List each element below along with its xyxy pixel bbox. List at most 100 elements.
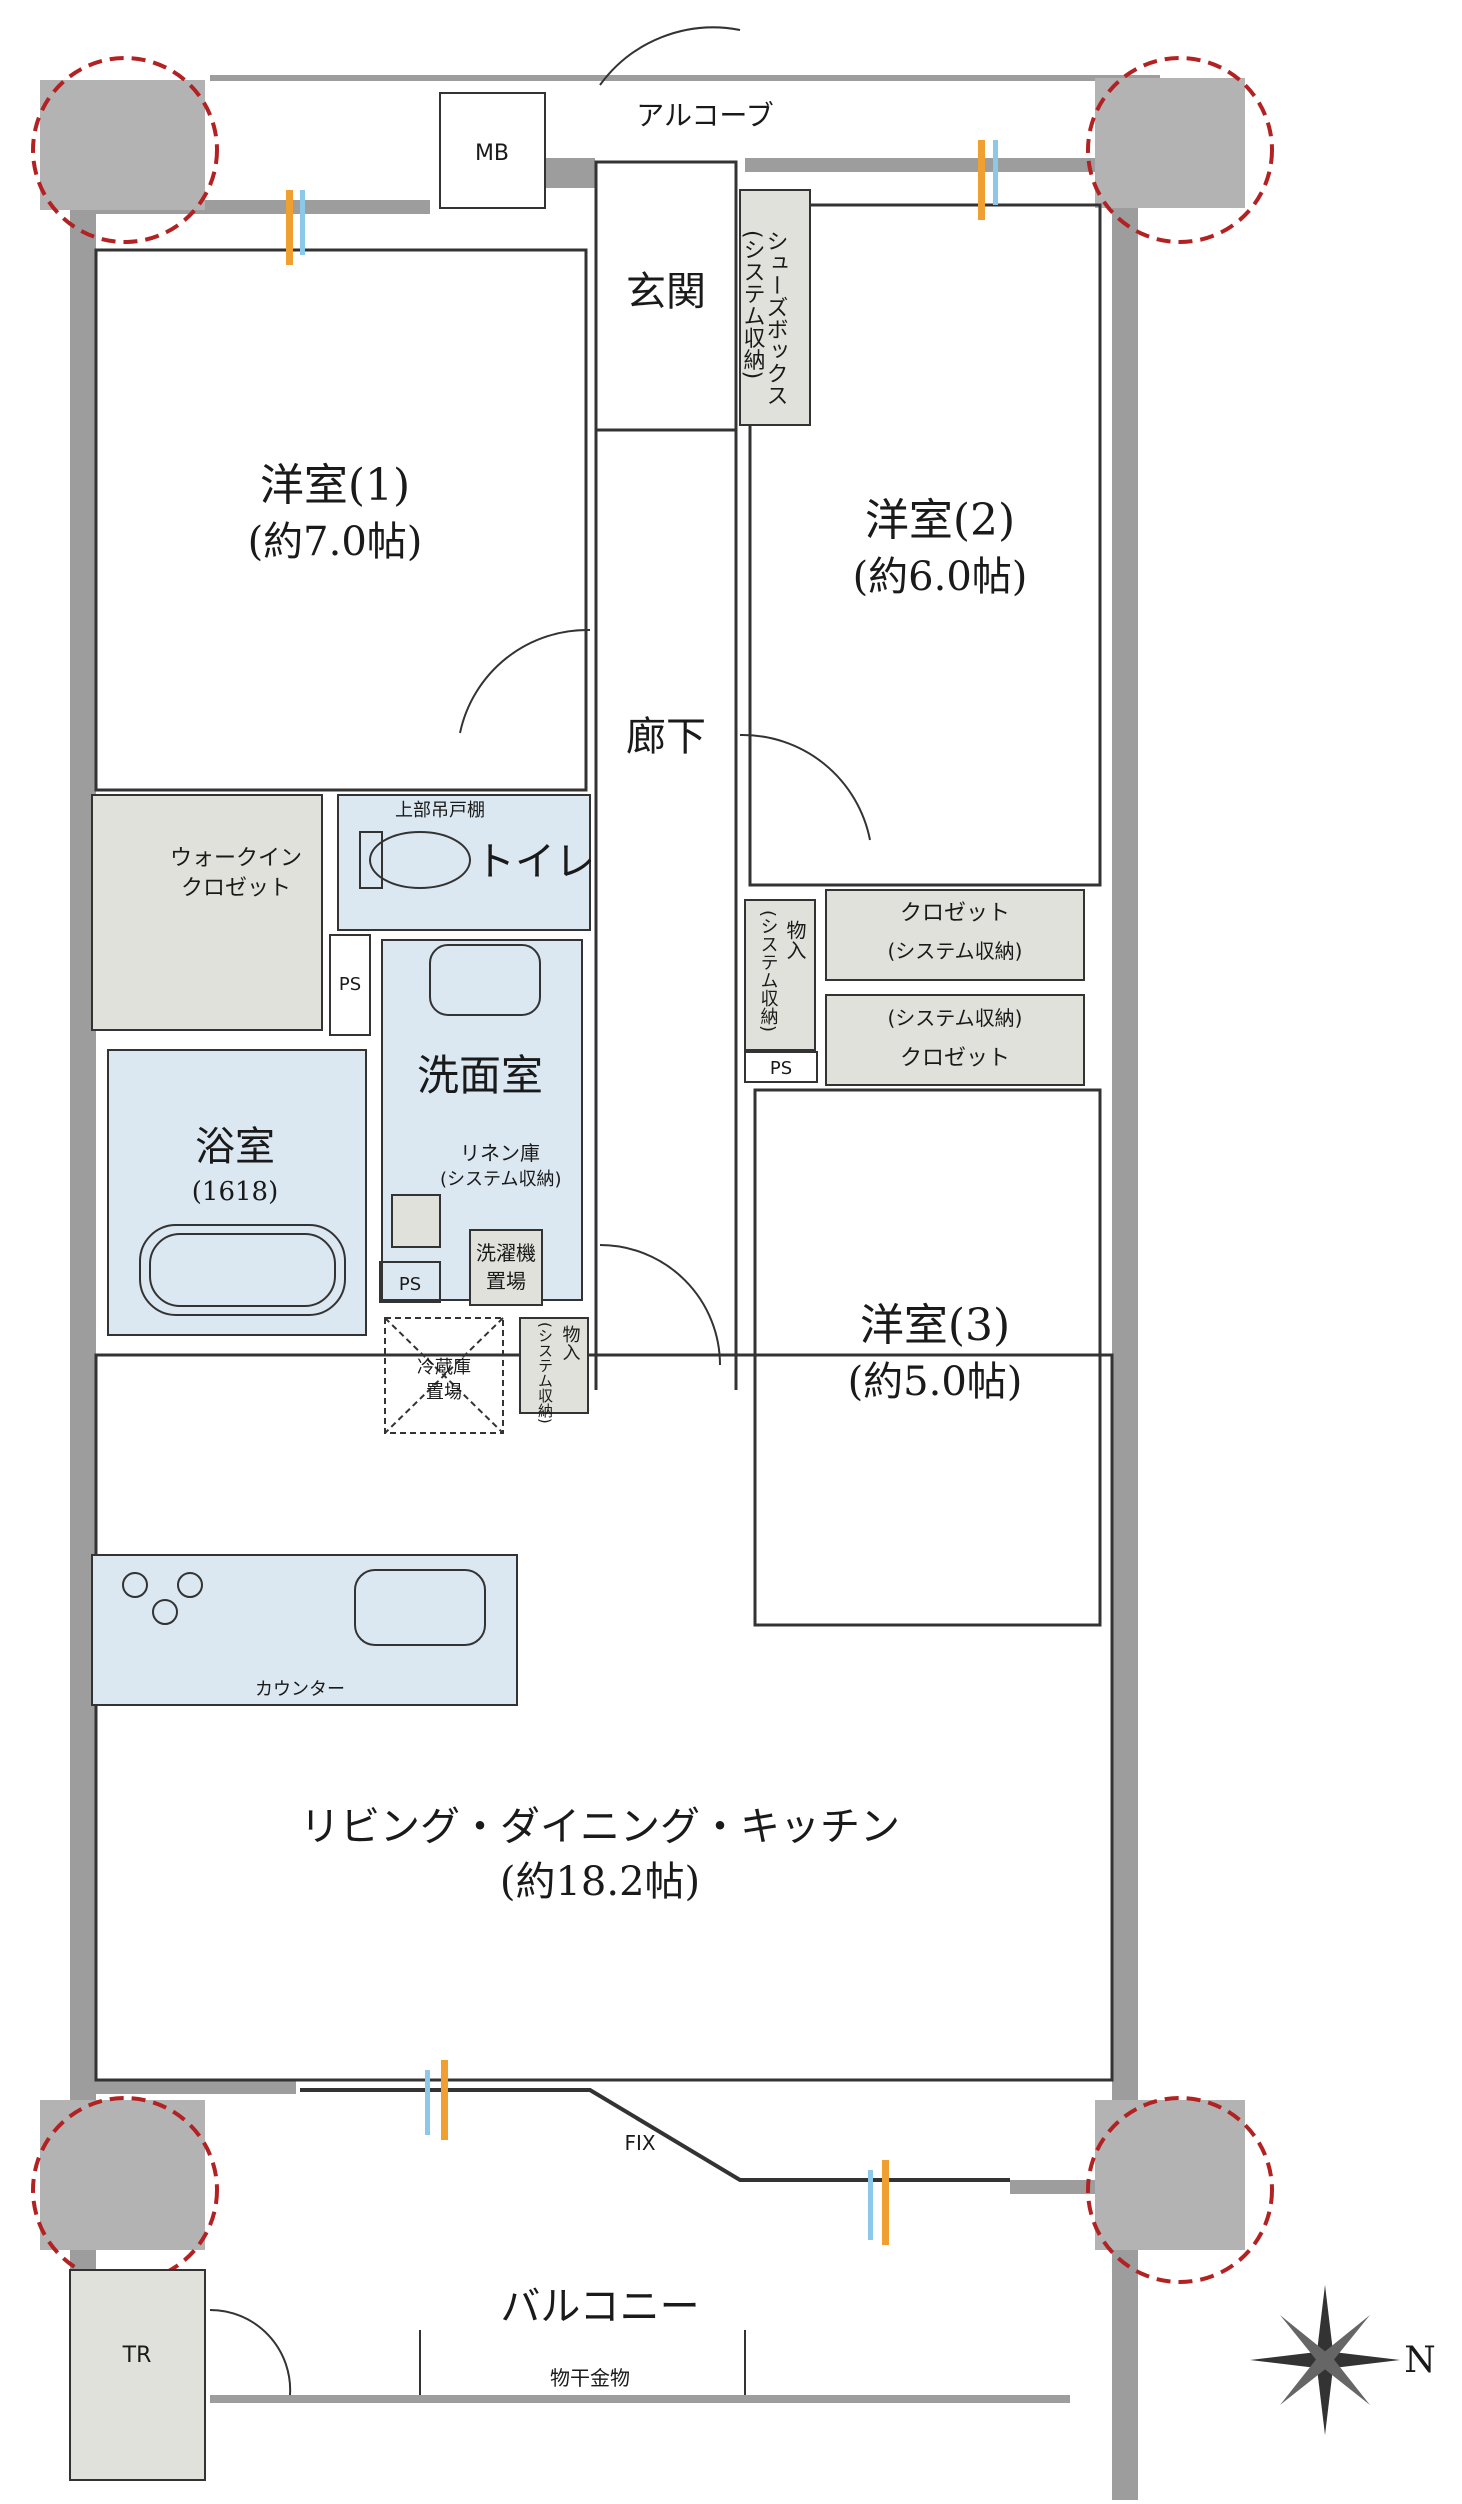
columns <box>31 56 1274 2284</box>
hall-storage-label: 物入 <box>783 920 807 960</box>
linen-sub: (システム収納) <box>440 1169 562 1190</box>
entrance-frame <box>594 160 738 432</box>
mb-label: MB <box>475 141 509 166</box>
bathtub <box>139 1224 346 1316</box>
column-bottom-right <box>1095 2100 1245 2250</box>
ps-label-hall: PS <box>770 1058 792 1079</box>
counter-label: カウンター <box>255 1679 345 1700</box>
bathtub-inner <box>149 1233 336 1307</box>
vents <box>286 140 998 2245</box>
fridge-cross-2 <box>384 1317 504 1434</box>
ps-label-bath: PS <box>399 1274 421 1295</box>
closet-3-box <box>825 994 1085 1086</box>
interior-lines <box>94 160 1114 2082</box>
walk-in-label-1: ウォークイン <box>170 846 302 871</box>
kitchen-storage-box <box>519 1317 589 1414</box>
western-1-size: (約7.0帖) <box>248 519 423 565</box>
compass <box>1250 2285 1400 2435</box>
western-1-frame <box>94 248 588 792</box>
bath-area <box>107 1049 367 1336</box>
left-wall <box>70 200 96 2080</box>
vent-orange-1 <box>286 190 293 265</box>
closet-3-title: クロゼット <box>900 1046 1010 1071</box>
toilet-bowl <box>369 831 471 889</box>
ps-box-bath <box>379 1261 441 1303</box>
top-wall-right <box>745 158 1115 172</box>
door-arc-western-1 <box>459 628 591 734</box>
hall-storage-sub: (システム収納) <box>758 910 779 1032</box>
hall-storage-box <box>744 899 816 1051</box>
upper-shelf-label: 上部吊戸棚 <box>395 800 485 821</box>
column-ring-top-left <box>31 56 219 244</box>
column-top-right <box>1095 78 1245 208</box>
laundry-box <box>469 1229 543 1306</box>
burner-1 <box>122 1572 148 1598</box>
kitchen-storage-label: 物入 <box>560 1325 581 1361</box>
vent-blue-4 <box>868 2170 873 2240</box>
kitchen-sink <box>354 1569 486 1646</box>
kitchen-counter <box>91 1554 518 1706</box>
filled-areas <box>69 189 1085 2481</box>
toilet-tank <box>359 831 383 889</box>
ps-box-hall <box>744 1051 818 1083</box>
washroom-label: 洗面室 <box>417 1051 543 1100</box>
closet-3-sub: (システム収納) <box>887 1006 1022 1030</box>
closet-2-box <box>825 889 1085 981</box>
corridor-label: 廊下 <box>626 714 706 760</box>
shoe-box-sub: (システム収納) <box>740 230 766 379</box>
ldk-frame <box>94 1353 1114 2082</box>
toilet-area <box>337 794 591 931</box>
door-arc-western-2 <box>739 733 871 841</box>
western-3-size: (約5.0帖) <box>848 1359 1023 1405</box>
fridge-label-1: 冷蔵庫 <box>417 1357 471 1378</box>
bath-size: (1618) <box>192 1177 278 1207</box>
western-2-frame <box>748 203 1102 887</box>
western-2-name: 洋室(2) <box>865 495 1015 546</box>
ldk-size: (約18.2帖) <box>500 1859 700 1905</box>
balcony-rail <box>210 2395 1070 2403</box>
walk-in-closet <box>91 794 323 1031</box>
alcove-label: アルコーブ <box>636 99 773 132</box>
balcony-label: バルコニー <box>500 2284 699 2330</box>
burner-3 <box>152 1599 178 1625</box>
tr-box <box>69 2269 206 2481</box>
column-top-left <box>40 80 205 210</box>
alcove-edge <box>210 75 1160 81</box>
door-arc-western-3 <box>599 1244 721 1366</box>
western-1-name: 洋室(1) <box>260 460 410 511</box>
linen-label: リネン庫 <box>460 1141 540 1165</box>
compass-needle-diag-2 <box>1280 2315 1370 2405</box>
rack-label: 物干金物 <box>550 2366 630 2390</box>
labels: 洋室(1) (約7.0帖) 洋室(2) (約6.0帖) 洋室(3) (約5.0帖… <box>122 99 1436 2390</box>
shoe-box-label: シューズボックス <box>763 230 788 406</box>
fridge-label-2: 置場 <box>426 1382 462 1403</box>
fix-label: FIX <box>624 2131 655 2155</box>
burner-2 <box>177 1572 203 1598</box>
kitchen-storage-sub: (システム収納) <box>536 1322 554 1424</box>
ldk-bottom-wall-left <box>96 2080 296 2094</box>
vent-orange-3 <box>441 2060 448 2140</box>
tr-label: TR <box>122 2343 152 2368</box>
shoe-box <box>739 189 811 426</box>
mb-box <box>439 92 546 209</box>
entrance-label: 玄関 <box>626 269 706 315</box>
ps-box-toilet <box>329 934 371 1036</box>
wash-basin <box>429 944 541 1016</box>
vent-orange-4 <box>882 2160 889 2245</box>
western-3-name: 洋室(3) <box>860 1300 1010 1351</box>
vent-orange-2 <box>978 140 985 220</box>
western-2-size: (約6.0帖) <box>853 554 1028 600</box>
linen-box <box>391 1194 441 1248</box>
door-arc-entrance <box>599 26 741 86</box>
toilet-label: トイレ <box>475 839 595 885</box>
vent-blue-1 <box>300 190 305 255</box>
ps-label-toilet: PS <box>339 974 361 995</box>
laundry-label-1: 洗濯機 <box>476 1241 536 1265</box>
western-3-frame <box>753 1088 1102 1627</box>
vent-blue-3 <box>425 2070 430 2135</box>
laundry-label-2: 置場 <box>486 1269 526 1293</box>
north-label: N <box>1404 2340 1436 2381</box>
closet-2-title: クロゼット <box>900 901 1010 926</box>
right-wall <box>1112 200 1138 2080</box>
